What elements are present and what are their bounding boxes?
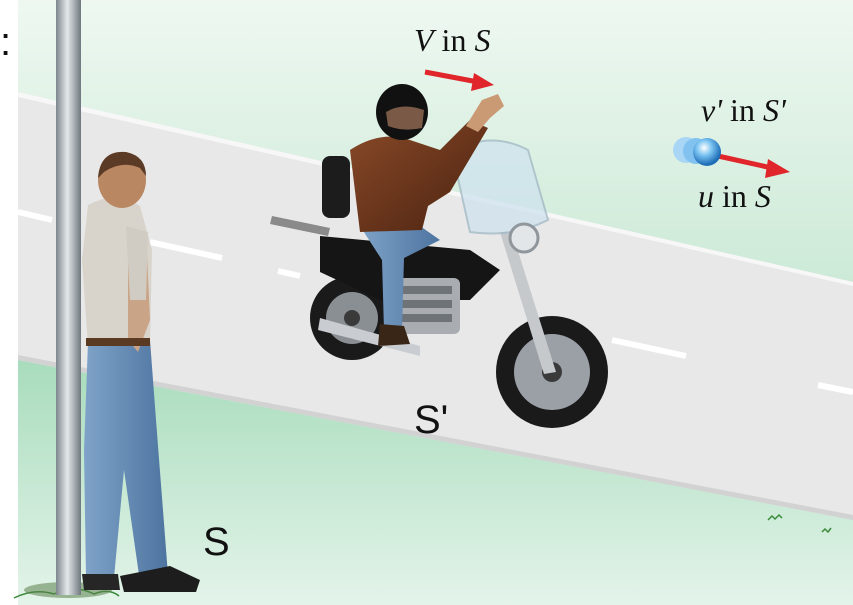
truncated-colon: : — [0, 22, 11, 62]
label-S-3: S — [755, 178, 771, 214]
label-S-1: S — [474, 22, 490, 58]
label-v-prime: v' — [701, 92, 722, 128]
label-in-2: in — [730, 92, 755, 128]
label-S-prime: S' — [763, 92, 786, 128]
label-u-in-S: u in S — [698, 178, 771, 215]
label-V-in-S: V in S — [414, 22, 490, 59]
label-in-1: in — [442, 22, 467, 58]
frame-label-s-prime: S' — [414, 398, 448, 443]
label-in-3: in — [722, 178, 747, 214]
label-vprime-in-Sprime: v' in S' — [701, 92, 786, 129]
label-u: u — [698, 178, 714, 214]
frame-label-s: S — [203, 520, 230, 565]
label-V: V — [414, 22, 434, 58]
